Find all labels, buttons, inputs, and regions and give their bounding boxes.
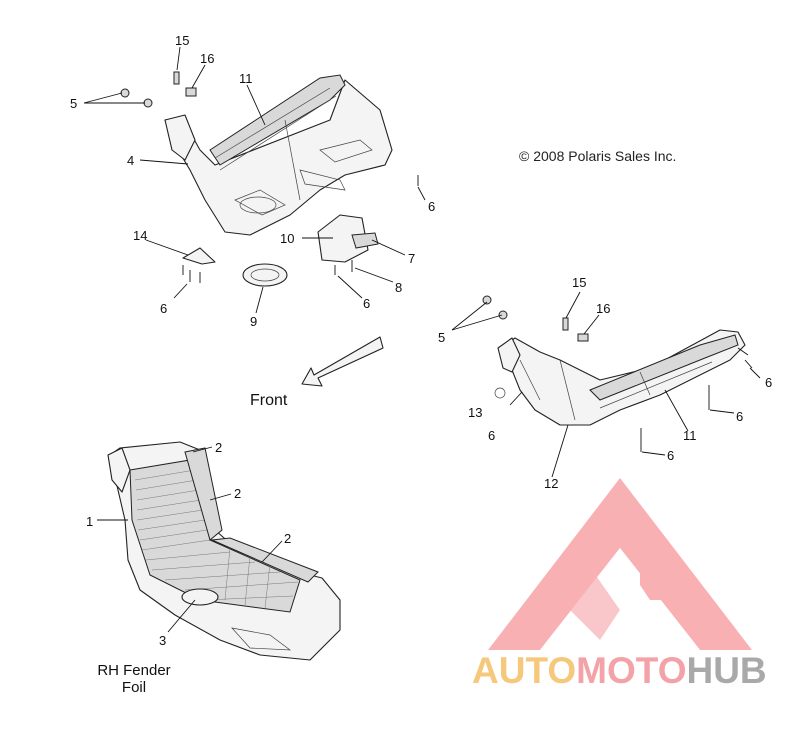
callout-5: 5 xyxy=(70,96,77,111)
callout-5: 5 xyxy=(438,330,445,345)
callout-11: 11 xyxy=(239,71,253,86)
grommet-part-9 xyxy=(242,263,288,287)
watermark-part-1: AUTO xyxy=(472,650,577,691)
callout-7: 7 xyxy=(408,251,415,266)
plate-part-10 xyxy=(317,214,379,263)
callout-6: 6 xyxy=(765,375,772,390)
callout-8: 8 xyxy=(395,280,402,295)
fasteners-right xyxy=(482,295,753,452)
callout-14: 14 xyxy=(133,228,147,243)
caption-line-2: Foil xyxy=(121,679,147,696)
callout-6: 6 xyxy=(667,448,674,463)
watermark-part-2: MOTO xyxy=(576,650,687,691)
fender-upper-left-assembly xyxy=(164,74,393,236)
rh-fender-foil-assembly xyxy=(107,441,341,661)
callout-6: 6 xyxy=(428,199,435,214)
callout-2: 2 xyxy=(215,440,222,455)
fasteners-top-left xyxy=(120,71,197,108)
watermark-part-3: HUB xyxy=(686,650,767,691)
callout-10: 10 xyxy=(280,231,294,246)
callout-6: 6 xyxy=(736,409,743,424)
callout-4: 4 xyxy=(127,153,134,168)
watermark-text: AUTOMOTOHUB xyxy=(472,650,767,692)
callout-6: 6 xyxy=(160,301,167,316)
callout-6: 6 xyxy=(363,296,370,311)
callout-1: 1 xyxy=(86,514,93,529)
front-direction-arrow xyxy=(301,336,384,387)
callout-16: 16 xyxy=(200,51,214,66)
bracket-part-14 xyxy=(182,247,216,265)
small-fasteners-left xyxy=(182,175,419,283)
callout-15: 15 xyxy=(175,33,189,48)
callout-16: 16 xyxy=(596,301,610,316)
callout-2: 2 xyxy=(284,531,291,546)
front-label: Front xyxy=(250,392,288,409)
callout-2: 2 xyxy=(234,486,241,501)
foil-hatching xyxy=(134,469,299,609)
callout-11: 11 xyxy=(683,428,697,443)
callout-12: 12 xyxy=(544,476,558,491)
diagram-caption: RH Fender Foil xyxy=(84,662,184,696)
callout-15: 15 xyxy=(572,275,586,290)
leader-lines xyxy=(83,46,761,633)
copyright-notice: © 2008 Polaris Sales Inc. xyxy=(519,148,677,164)
callout-13: 13 xyxy=(468,405,482,420)
caption-line-1: RH Fender xyxy=(97,662,171,679)
watermark-logo xyxy=(488,478,752,650)
fender-right-assembly xyxy=(497,329,746,426)
callout-3: 3 xyxy=(159,633,166,648)
callout-9: 9 xyxy=(250,314,257,329)
callout-labels: 15 16 11 5 4 6 10 7 14 8 6 6 9 15 16 5 6… xyxy=(70,33,772,648)
callout-6: 6 xyxy=(488,428,495,443)
